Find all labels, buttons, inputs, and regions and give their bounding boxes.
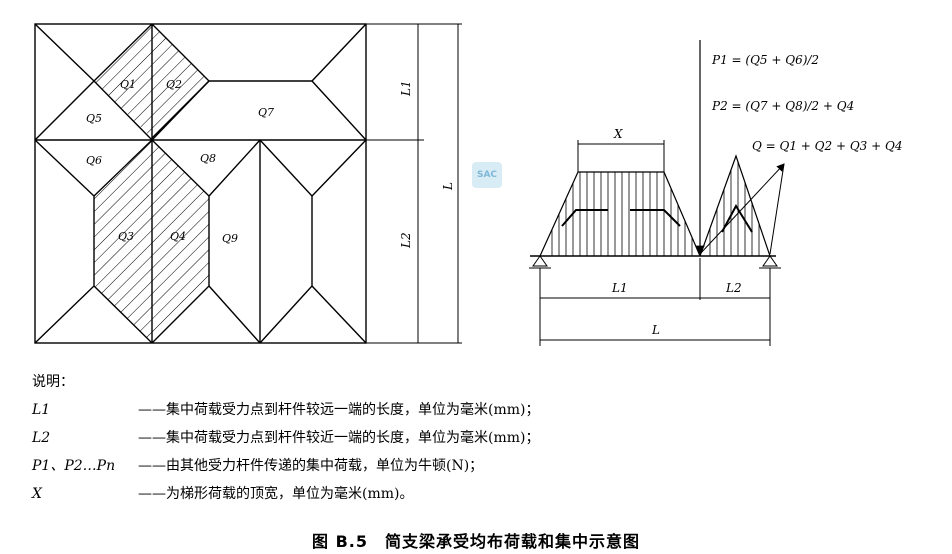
plan-labels: Q1 Q2 Q5 Q7 Q6 Q8 Q3 Q4 Q9 L1 L2 L	[86, 78, 455, 249]
hip-bottom-left	[34, 139, 95, 344]
hip-top-right	[151, 23, 367, 141]
support-left	[532, 255, 548, 267]
label-q8: Q8	[200, 152, 216, 165]
label-l1: L1	[399, 80, 413, 97]
hip-bottom-right	[259, 139, 313, 344]
triangle-load	[699, 154, 771, 257]
note-description: ——集中荷载受力点到杆件较近一端的长度，单位为毫米(mm)；	[138, 430, 540, 446]
support-right	[762, 255, 778, 267]
label-beam-l2: L2	[725, 281, 742, 295]
note-description: ——由其他受力杆件传递的集中荷载，单位为牛顿(N)；	[138, 458, 484, 474]
label-l2: L2	[399, 232, 413, 249]
label-beam-l: L	[651, 323, 660, 337]
label-q3: Q3	[118, 230, 134, 243]
label-q1: Q1	[120, 78, 136, 91]
plan-view	[34, 23, 462, 344]
note-symbol: L2	[32, 430, 51, 446]
note-row: L2 ——集中荷载受力点到杆件较近一端的长度，单位为毫米(mm)；	[32, 424, 539, 452]
label-q9: Q9	[222, 232, 238, 245]
outer-frame	[34, 23, 367, 344]
note-description: ——为梯形荷载的顶宽，单位为毫米(mm)。	[138, 486, 414, 502]
label-q4: Q4	[170, 230, 186, 243]
label-q5: Q5	[86, 112, 102, 125]
note-row: X ——为梯形荷载的顶宽，单位为毫米(mm)。	[32, 480, 413, 508]
label-x: X	[613, 127, 623, 141]
load-diagram: Q1 Q2 Q5 Q7 Q6 Q8 Q3 Q4 Q9 L1 L2 L	[34, 23, 902, 346]
formula-p2: P2 = (Q7 + Q8)/2 + Q4	[711, 99, 854, 113]
notes-heading: 说明：	[32, 374, 74, 390]
formula-q: Q = Q1 + Q2 + Q3 + Q4	[752, 139, 902, 153]
formula-p1: P1 = (Q5 + Q6)/2	[711, 53, 819, 67]
beam-diagram	[529, 40, 785, 346]
note-row: P1、P2…Pn ——由其他受力杆件传递的集中荷载，单位为牛顿(N)；	[32, 452, 483, 480]
notes-section: 说明： L1 ——集中荷载受力点到杆件较远一端的长度，单位为毫米(mm)； L2…	[32, 368, 539, 508]
note-symbol: L1	[32, 402, 51, 418]
note-symbol: X	[32, 486, 42, 502]
note-row: L1 ——集中荷载受力点到杆件较远一端的长度，单位为毫米(mm)；	[32, 396, 539, 424]
label-q6: Q6	[86, 154, 102, 167]
trapezoid-load	[539, 171, 701, 257]
figure-caption: 图 B.5 简支梁承受均布荷载和集中示意图	[312, 532, 640, 551]
label-l: L	[441, 182, 455, 191]
label-q7: Q7	[258, 106, 274, 119]
note-description: ——集中荷载受力点到杆件较远一端的长度，单位为毫米(mm)；	[138, 402, 540, 418]
watermark-logo: SAC	[472, 162, 502, 188]
beam-labels: X P1 = (Q5 + Q6)/2 P2 = (Q7 + Q8)/2 + Q4…	[611, 53, 902, 337]
note-symbol: P1、P2…Pn	[32, 458, 116, 474]
label-q2: Q2	[166, 78, 182, 91]
label-beam-l1: L1	[611, 281, 628, 295]
